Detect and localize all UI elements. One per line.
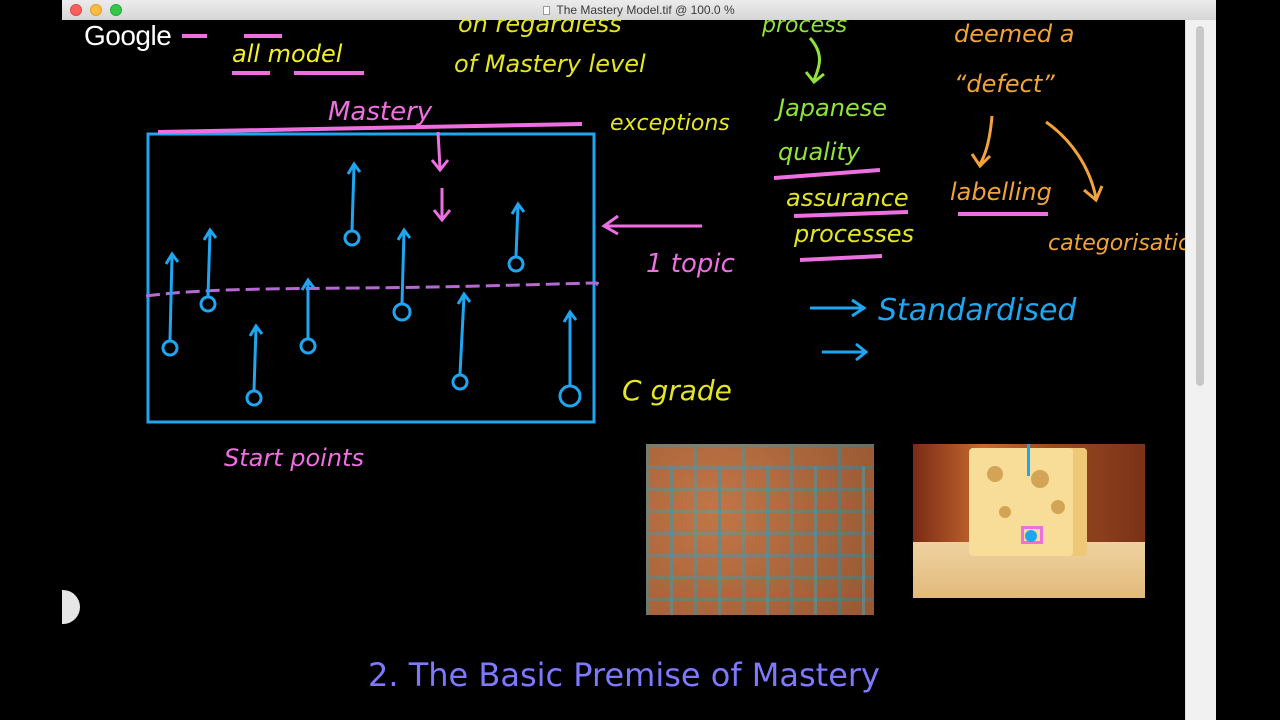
categorisation-word: categorisatio — [1048, 231, 1186, 256]
progress-arrow — [510, 201, 526, 257]
document-proxy-icon[interactable] — [543, 5, 551, 15]
scrollbar-thumb[interactable] — [1196, 26, 1204, 386]
cheese-hole — [987, 466, 1003, 482]
labelling-word: labelling — [950, 178, 1052, 206]
green-down-arrow — [804, 37, 825, 85]
topic-box — [146, 132, 596, 424]
cheese-hole — [1051, 500, 1065, 514]
progress-arrow — [202, 227, 218, 297]
brick-wall-photo — [646, 444, 874, 615]
top-right-line1: deemed a — [954, 20, 1074, 48]
start-point — [558, 384, 582, 408]
mastery-label: Mastery — [328, 97, 433, 127]
start-point — [343, 229, 361, 247]
cheese-hole — [1031, 470, 1049, 488]
top-green-cutoff: process — [761, 20, 847, 38]
second-blue-arrow — [822, 342, 869, 362]
image-viewer-window: The Mastery Model.tif @ 100.0 % • — = = … — [62, 0, 1216, 720]
progress-arrow — [346, 161, 362, 231]
blue-down-pointer — [1027, 444, 1030, 476]
progress-arrow — [456, 291, 472, 375]
start-point — [507, 255, 525, 273]
start-point — [245, 389, 263, 407]
progress-arrow — [164, 251, 180, 341]
japanese-line4: processes — [793, 220, 914, 248]
c-grade-label: C grade — [622, 374, 732, 407]
blue-dot-marker — [1025, 530, 1037, 542]
highlighted-hole-marker — [1021, 526, 1043, 544]
orange-down-arrow — [970, 115, 994, 169]
japanese-line2: quality — [778, 138, 861, 166]
window-title-group: The Mastery Model.tif @ 100.0 % — [543, 3, 735, 17]
exceptions-label: exceptions — [610, 111, 730, 136]
progress-arrow — [396, 227, 412, 305]
topic-pointer-arrow — [601, 214, 702, 236]
window-titlebar[interactable]: The Mastery Model.tif @ 100.0 % — [62, 0, 1216, 21]
brick-texture-shade — [646, 444, 874, 615]
start-point — [299, 337, 317, 355]
top-left-cutoff-text: • — = = · — [158, 20, 284, 27]
japanese-line1: Japanese — [774, 94, 887, 122]
orange-right-arrow — [1045, 120, 1104, 203]
start-point — [392, 302, 412, 322]
top-center-line2: of Mastery level — [454, 50, 646, 78]
quality-underline — [773, 168, 881, 180]
slide-caption: 2. The Basic Premise of Mastery — [368, 656, 880, 694]
swiss-cheese-photo — [913, 444, 1145, 598]
image-canvas[interactable]: • — = = · all model on regardless of Mas… — [62, 20, 1216, 720]
cheese-hole — [999, 506, 1011, 518]
top-right-line2: “defect” — [954, 70, 1055, 98]
vertical-scrollbar[interactable] — [1185, 20, 1216, 720]
progress-arrow — [562, 309, 578, 386]
pink-arrow-1 — [430, 131, 450, 173]
standardised-arrow — [810, 298, 867, 318]
desktop-left-margin — [0, 0, 62, 720]
processes-underline — [799, 254, 883, 262]
progress-arrow — [248, 323, 264, 391]
progress-arrow — [300, 277, 316, 338]
one-topic-label: 1 topic — [646, 249, 735, 279]
cheese-block — [969, 444, 1087, 556]
start-point — [199, 295, 217, 313]
mastery-line — [157, 122, 583, 134]
start-point — [451, 373, 469, 391]
zoom-window-button[interactable] — [110, 4, 122, 16]
top-center-line1: on regardless — [458, 20, 622, 38]
standardised-label: Standardised — [878, 293, 1077, 328]
start-points-label: Start points — [224, 444, 364, 472]
start-point — [161, 339, 179, 357]
close-window-button[interactable] — [70, 4, 82, 16]
window-controls — [70, 4, 122, 16]
desktop-right-margin — [1216, 0, 1280, 720]
top-left-line1: all model — [232, 40, 343, 68]
handwritten-annotations: • — = = · all model on regardless of Mas… — [145, 20, 1186, 472]
japanese-line3: assurance — [786, 184, 909, 212]
window-title: The Mastery Model.tif @ 100.0 % — [556, 3, 735, 17]
minimize-window-button[interactable] — [90, 4, 102, 16]
google-watermark: Google — [84, 20, 172, 51]
pink-arrow-2 — [432, 188, 452, 223]
c-grade-threshold-line — [145, 281, 603, 298]
assurance-underline — [793, 210, 909, 218]
annotation-cursor-tab[interactable] — [62, 590, 80, 624]
